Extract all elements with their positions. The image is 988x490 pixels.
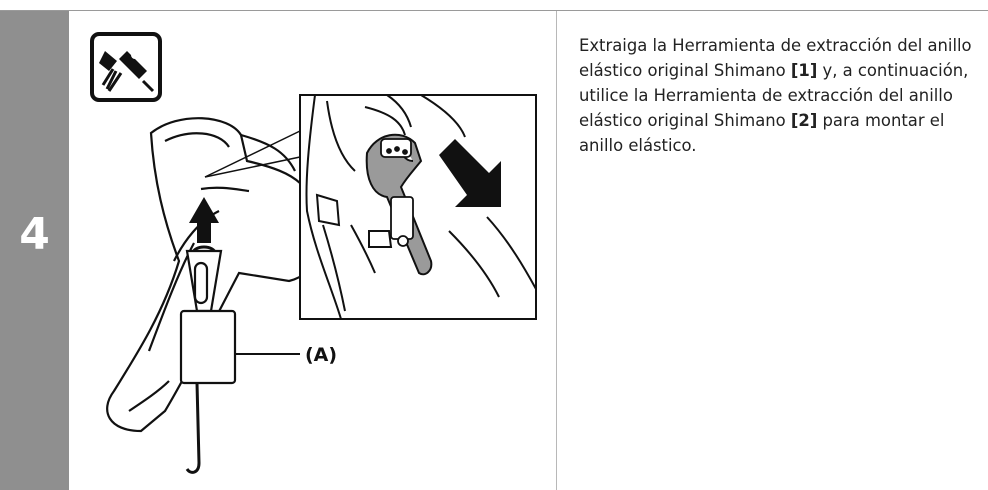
zoom-leader-top — [204, 130, 301, 178]
step-sidebar — [0, 11, 69, 490]
step-number: 4 — [19, 209, 50, 260]
snap-ring-tool-icon — [90, 32, 162, 102]
column-divider — [556, 11, 557, 490]
zoom-detail — [299, 94, 537, 320]
pull-down-arrow — [439, 139, 501, 207]
nut-detail — [380, 138, 414, 247]
reference-1: [1] — [790, 61, 818, 80]
zoom-leader-bottom — [204, 156, 301, 178]
callout-label-a: (A) — [305, 344, 337, 366]
instruction-part1: Extraiga la Herramienta de extracción de… — [579, 36, 972, 80]
snap-ring-tool-a — [179, 249, 237, 474]
top-rule — [0, 10, 988, 11]
reference-2: [2] — [790, 111, 818, 130]
instruction-text: Extraiga la Herramienta de extracción de… — [579, 33, 977, 158]
illustration-panel: (A) — [69, 11, 556, 490]
instruction-part3: para montar el anillo elástico. — [579, 111, 945, 155]
lever-illustration: (A) — [90, 32, 537, 474]
instruction-part2: y, a continuación, utilice la Herramient… — [579, 61, 969, 130]
insert-up-arrow — [189, 197, 219, 243]
